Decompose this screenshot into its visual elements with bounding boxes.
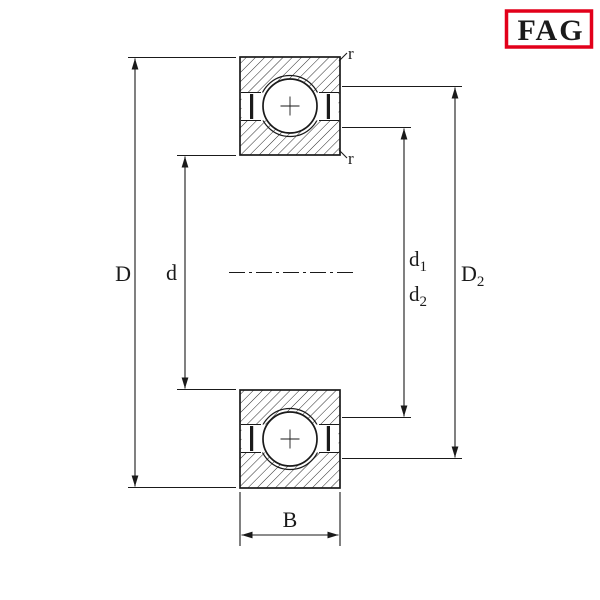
d1-base: d [409,247,420,271]
dim-label-r-bottom: r [348,149,354,168]
bearing-section-bottom [239,389,341,489]
dimension-d1-d2: d1 d2 [342,126,427,419]
dimension-bore-d: d [166,154,236,391]
dim-label-D: D [115,261,131,286]
top-seal-right [326,94,330,119]
dim-label-d1: d1 [409,247,427,275]
dim-label-r-top: r [348,44,354,63]
D2-base: D [461,261,477,286]
fag-logo-frame [504,9,594,49]
bottom-seal-left [250,426,254,451]
dimension-D2: D2 [342,85,484,460]
d1-subscript: 1 [420,259,428,275]
d2-base: d [409,282,420,306]
r-bottom-leader [338,149,348,159]
dimension-outer-diameter-D: D [115,56,236,489]
dimension-width-B: B [239,492,341,546]
D2-subscript: 2 [477,274,485,290]
dim-label-D2: D2 [461,261,484,290]
fag-logo-text: FAG [517,14,584,47]
d2-subscript: 2 [420,294,428,310]
r-top-leader [338,52,348,62]
bottom-seal-right [326,426,330,451]
bearing-section-top [239,56,341,156]
fag-logo: FAG [504,9,594,49]
top-seal-left [250,94,254,119]
dim-label-B: B [283,507,298,532]
dim-label-d2: d2 [409,282,427,310]
corner-radius-annotations: r r [338,44,354,168]
dim-label-d: d [166,260,177,285]
